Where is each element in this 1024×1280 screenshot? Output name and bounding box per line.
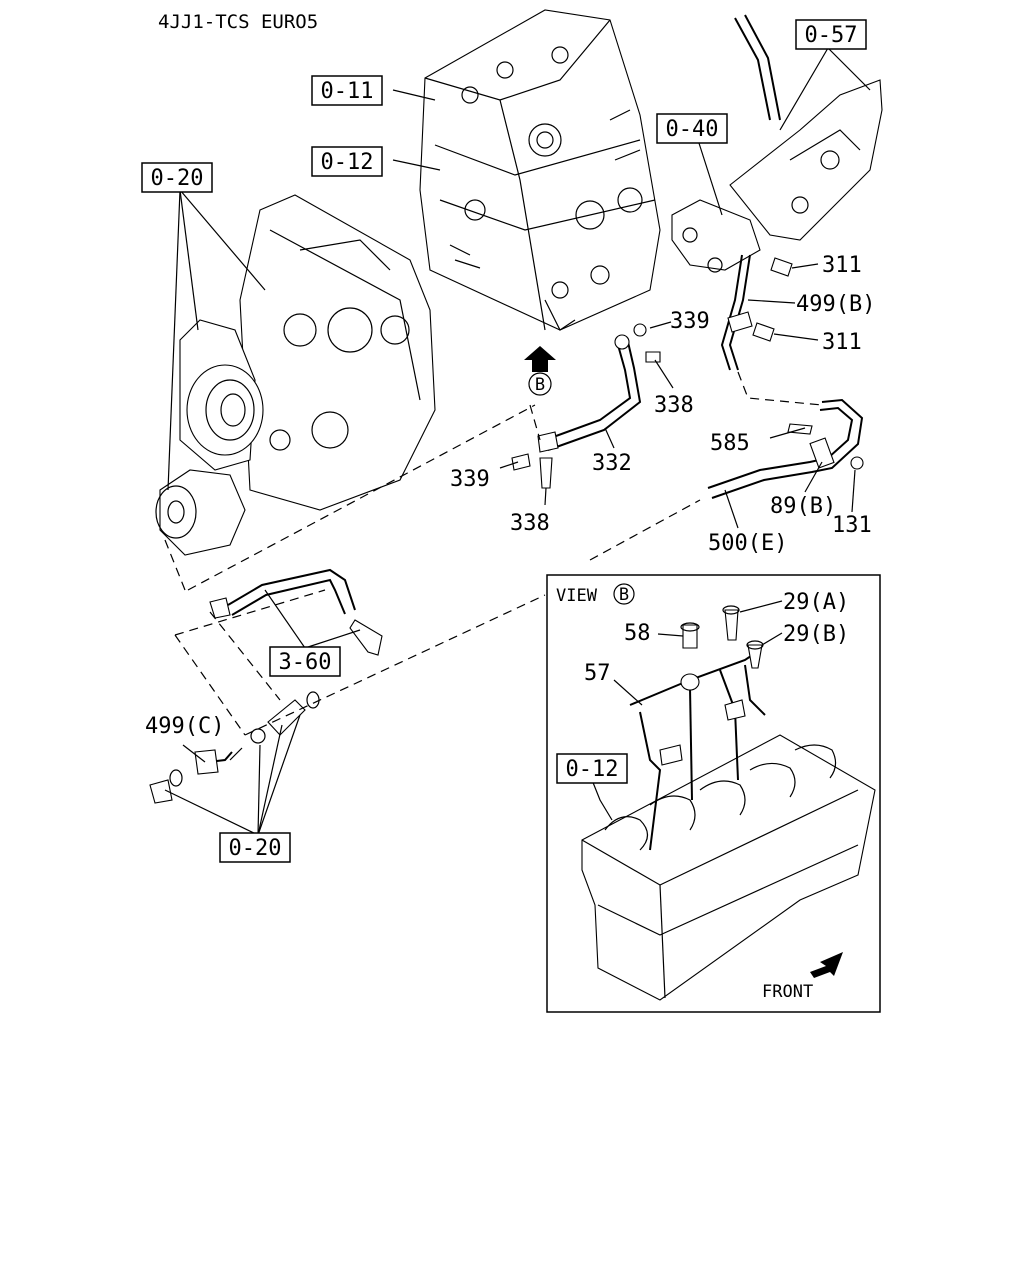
part-338-a[interactable]: 338 [654,393,694,418]
part-500e[interactable]: 500(E) [708,531,787,556]
front-label: FRONT [762,982,813,1002]
part-57[interactable]: 57 [584,661,611,686]
part-339-b[interactable]: 339 [450,467,490,492]
ref-0-20-bottom-label: 0-20 [229,836,282,861]
part-29b[interactable]: 29(B) [783,622,849,647]
ref-box-0-20-top[interactable]: 0-20 [141,162,213,193]
view-b-arrow: B [524,346,556,396]
view-b-inset: VIEW B [546,574,881,1013]
ref-box-0-20-bottom[interactable]: 0-20 [219,832,291,863]
ref-0-20-top-label: 0-20 [151,166,204,191]
part-311-a[interactable]: 311 [822,253,862,278]
ref-box-0-12-top[interactable]: 0-12 [311,146,383,177]
bracket-illustration [671,14,883,273]
oil-tube-499b [720,254,753,371]
part-labels: 311 499(B) 339 311 338 585 332 339 89(B)… [145,253,875,739]
ref-3-60-label: 3-60 [279,650,332,675]
dashed-connectors [164,371,823,736]
ref-0-12-view-label: 0-12 [566,757,619,782]
ref-box-0-12-view[interactable]: 0-12 [556,753,628,784]
part-131[interactable]: 131 [832,513,872,538]
fasteners [511,257,813,489]
front-arrow-icon [810,952,843,978]
leader-lines [164,47,871,836]
part-338-b[interactable]: 338 [510,511,550,536]
part-89b[interactable]: 89(B) [770,494,836,519]
part-58[interactable]: 58 [624,621,651,646]
sensor-parts [149,691,320,804]
engine-block-illustration [419,9,661,331]
part-311-b[interactable]: 311 [822,330,862,355]
part-332[interactable]: 332 [592,451,632,476]
ref-0-40-label: 0-40 [666,117,719,142]
ref-box-0-40[interactable]: 0-40 [656,113,728,144]
view-b-arrow-label: B [535,375,545,395]
ref-box-0-11[interactable]: 0-11 [311,75,383,106]
ref-box-0-57[interactable]: 0-57 [795,19,867,50]
ref-0-11-label: 0-11 [321,79,374,104]
hose-3-60 [209,568,383,656]
part-339-a[interactable]: 339 [670,309,710,334]
pipe-332 [537,334,642,453]
pipe-500e [707,398,864,499]
view-marker: B [619,585,629,605]
part-585[interactable]: 585 [710,431,750,456]
view-title: VIEW [556,586,598,606]
model-header: 4JJ1-TCS EURO5 [158,11,318,33]
ref-box-3-60[interactable]: 3-60 [269,646,341,677]
ref-0-57-label: 0-57 [805,23,858,48]
ref-0-12-top-label: 0-12 [321,150,374,175]
part-499c[interactable]: 499(C) [145,714,224,739]
part-29a[interactable]: 29(A) [783,590,849,615]
oil-jet-pipes [629,605,766,851]
part-499b[interactable]: 499(B) [796,292,875,317]
front-cover-illustration [155,194,436,556]
